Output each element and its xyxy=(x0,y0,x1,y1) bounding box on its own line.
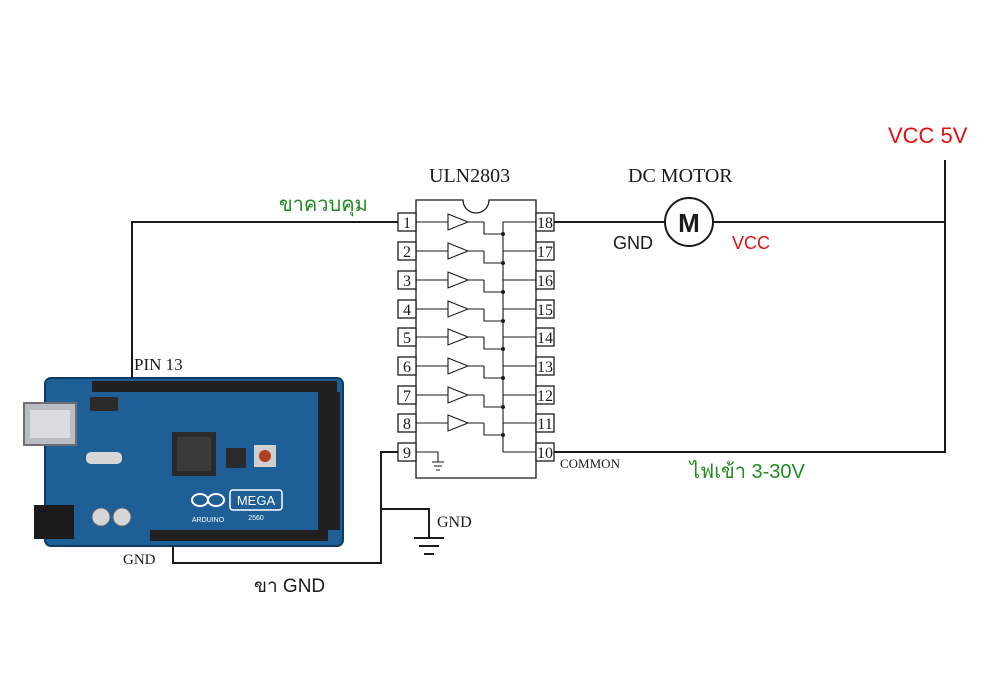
pin-label-7: 7 xyxy=(403,388,411,405)
pin-label-17: 17 xyxy=(537,244,553,261)
pin-label-3: 3 xyxy=(403,273,411,290)
pin-label-10: 10 xyxy=(537,445,553,462)
chip-title: ULN2803 xyxy=(429,165,510,187)
gnd-wire xyxy=(172,451,399,564)
chip-right-pins xyxy=(535,212,555,462)
gnd-pin-thai-label: ขา GND xyxy=(254,576,325,597)
board-brand-text: ARDUINO xyxy=(192,517,225,524)
pin-label-1: 1 xyxy=(403,215,411,232)
pin-label-14: 14 xyxy=(537,330,553,347)
pin-label-8: 8 xyxy=(403,416,411,433)
motor-symbol: M xyxy=(678,208,700,238)
motor-gnd-label: GND xyxy=(613,233,653,253)
power-input-label: ไฟเข้า 3-30V xyxy=(688,460,806,483)
pin-label-18: 18 xyxy=(537,215,553,232)
board-gnd-label: GND xyxy=(123,552,156,568)
vcc-rail-wire xyxy=(554,160,946,453)
pin13-label: PIN 13 xyxy=(134,355,183,374)
pin-label-2: 2 xyxy=(403,244,411,261)
pin-label-13: 13 xyxy=(537,359,553,376)
channel-junctions xyxy=(501,232,505,437)
driver-channels xyxy=(416,213,536,471)
pin-label-16: 16 xyxy=(537,273,553,290)
chip-left-pins xyxy=(397,212,417,462)
motor-title: DC MOTOR xyxy=(628,165,733,187)
pin-label-15: 15 xyxy=(537,302,553,319)
common-label: COMMON xyxy=(560,456,621,471)
pin-label-6: 6 xyxy=(403,359,411,376)
arduino-mega-icon: MEGA ARDUINO 2560 xyxy=(23,377,344,547)
ground-branch-wire xyxy=(381,508,430,537)
control-pin-label: ขาควบคุม xyxy=(279,194,368,217)
pin-label-5: 5 xyxy=(403,330,411,347)
board-model-text: 2560 xyxy=(248,515,264,522)
pin-label-11: 11 xyxy=(537,416,552,433)
pin-label-12: 12 xyxy=(537,388,553,405)
vcc-5v-label: VCC 5V xyxy=(888,123,968,148)
ground-symbol-label: GND xyxy=(437,514,472,531)
uln2803-chip xyxy=(415,199,537,479)
control-wire xyxy=(131,221,399,378)
ground-symbol-icon xyxy=(414,537,444,555)
board-logo-text: MEGA xyxy=(237,493,276,508)
pin-label-4: 4 xyxy=(403,302,411,319)
motor-icon: M xyxy=(664,197,714,247)
motor-vcc-label: VCC xyxy=(732,233,770,253)
pin-label-9: 9 xyxy=(403,445,411,462)
